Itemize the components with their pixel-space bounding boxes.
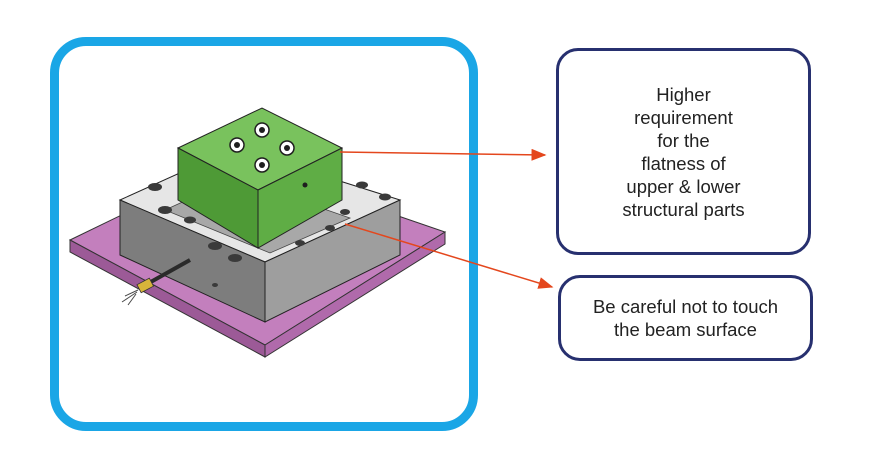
callout-beam-surface-text: Be careful not to touch the beam surface [592, 296, 779, 340]
callout-flatness-text: Higher requirement for the flatness of u… [622, 83, 745, 220]
arrow-icon [339, 148, 547, 161]
upper-block [176, 107, 344, 249]
callout-beam-surface: Be careful not to touch the beam surface [558, 275, 813, 361]
callout-flatness: Higher requirement for the flatness of u… [556, 48, 811, 255]
cable [121, 258, 191, 306]
arrow-icon [344, 223, 554, 289]
